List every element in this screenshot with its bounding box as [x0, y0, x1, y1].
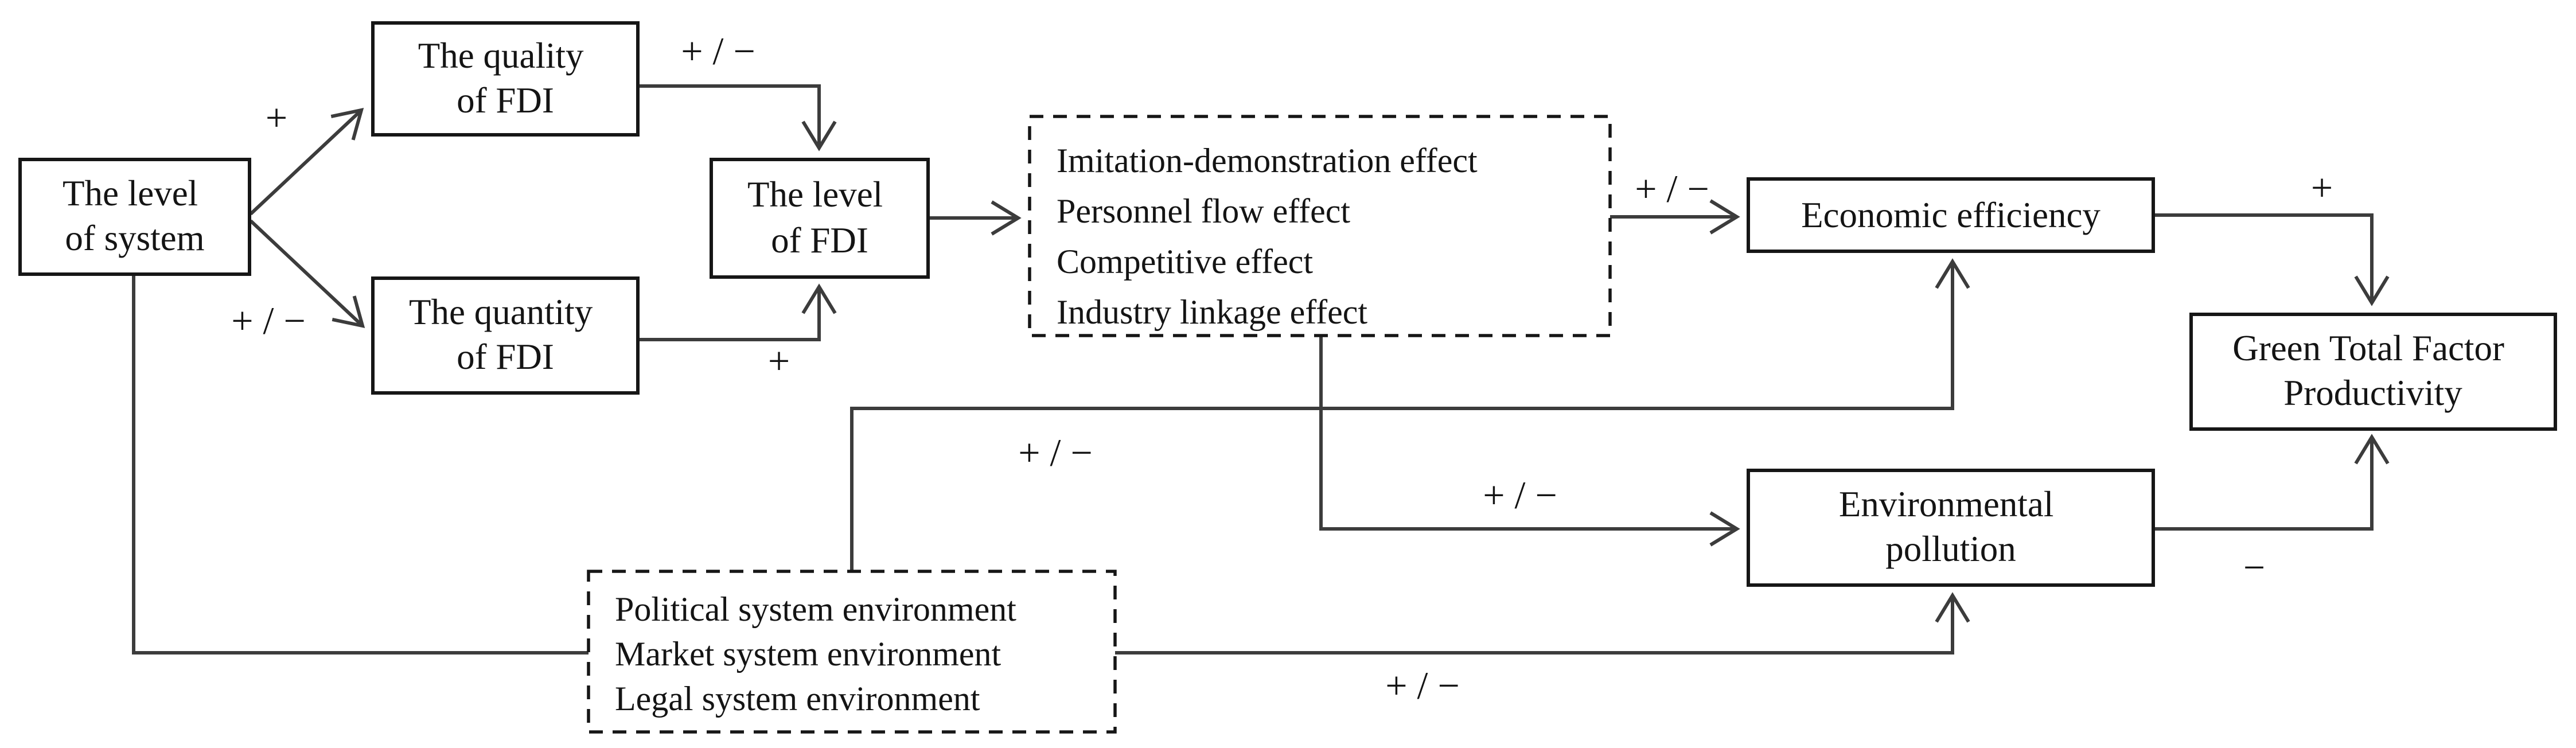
edge-label-economic-efficiency-to-gtfp: + — [2311, 166, 2333, 209]
quality-of-fdi-label: The quality of FDI — [418, 36, 593, 120]
quantity-of-fdi-box — [371, 276, 640, 395]
fdi-spillover-effects-box — [1028, 115, 1612, 337]
system-environments-label: Political system environment Market syst… — [615, 590, 1025, 718]
edge-label-quantity-to-level-of-fdi: + — [768, 339, 790, 383]
level-of-fdi-label: The level of FDI — [747, 174, 892, 260]
environmental-pollution-label: Environmental pollution — [1839, 484, 2063, 569]
fdi-spillover-effects-label: Imitation-demonstration effect Personnel… — [1057, 142, 1486, 331]
quality-of-fdi-box — [371, 21, 640, 137]
edge-label-effects-to-environmental-pollution: + / − — [1483, 473, 1557, 517]
edge-label-environmental-pollution-to-gtfp: − — [2243, 546, 2265, 589]
edge-quantity-to-level-of-fdi — [638, 283, 837, 341]
edge-environments-to-environmental-pollution — [1115, 592, 1970, 654]
level-of-fdi-box — [710, 158, 930, 279]
edge-system-to-quantity — [249, 219, 365, 328]
edge-environments-to-economic-efficiency — [850, 258, 1970, 571]
edge-system-to-quality — [249, 108, 364, 216]
edge-effects-to-environmental-pollution — [1319, 336, 1740, 547]
edge-label-system-to-quality: + — [266, 96, 287, 139]
edge-quality-to-level-of-fdi — [638, 84, 837, 151]
edge-label-quality-to-level-of-fdi: + / − — [681, 29, 755, 73]
level-of-system-label: The level of system — [63, 173, 207, 258]
edge-label-environments-to-economic-efficiency: + / − — [1018, 431, 1093, 474]
edge-economic-efficiency-to-gtfp — [2153, 213, 2390, 306]
system-environments-box — [587, 570, 1117, 734]
economic-efficiency-box — [1747, 177, 2155, 253]
edge-label-environments-to-environmental-pollution: + / − — [1385, 664, 1460, 707]
green-total-factor-productivity-box — [2189, 313, 2557, 431]
edge-label-effects-to-economic-efficiency: + / − — [1635, 167, 1709, 211]
edge-system-to-environments — [132, 274, 589, 654]
edge-label-system-to-quantity: + / − — [231, 299, 306, 342]
quantity-of-fdi-label: The quantity of FDI — [409, 292, 602, 377]
environmental-pollution-box — [1747, 469, 2155, 587]
economic-efficiency-label: Economic efficiency — [1801, 195, 2100, 235]
green-total-factor-productivity-label: Green Total Factor Productivity — [2232, 328, 2513, 413]
level-of-system-box — [18, 158, 251, 276]
edge-environmental-pollution-to-gtfp — [2153, 434, 2390, 531]
